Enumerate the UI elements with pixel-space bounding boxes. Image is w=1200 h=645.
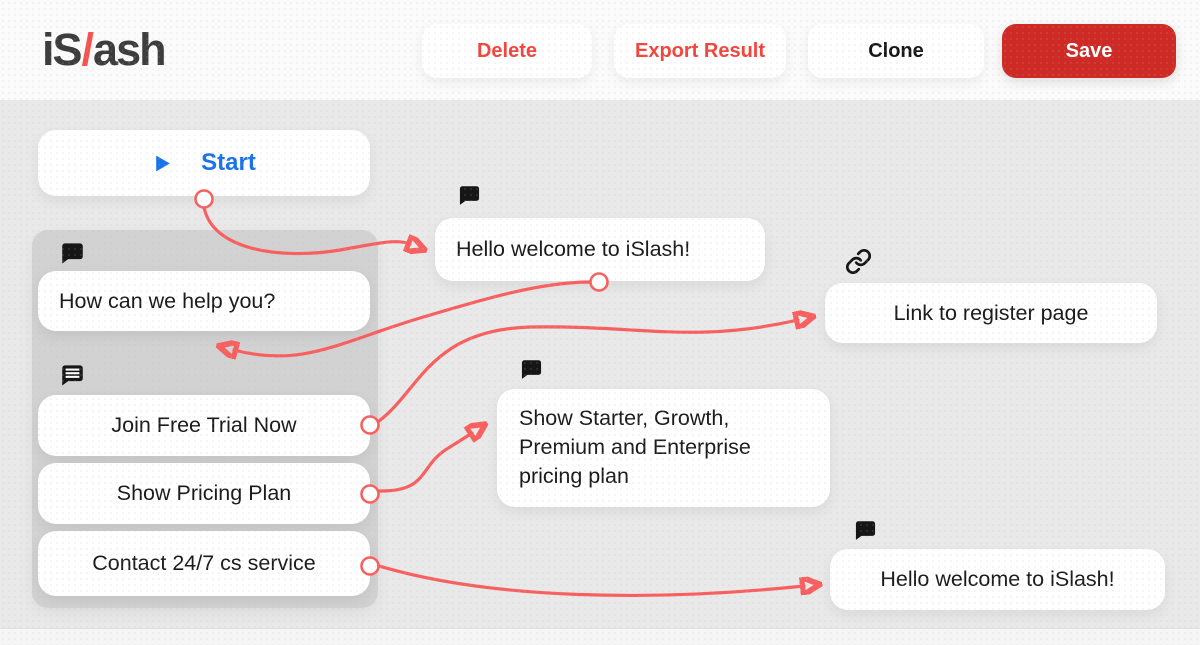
message-node-hello-bottom[interactable]: Hello welcome to iSlash!: [830, 549, 1165, 610]
message-node-text: Hello welcome to iSlash!: [880, 567, 1115, 591]
option-node-join-free-trial[interactable]: Join Free Trial Now: [38, 395, 370, 456]
link-node-text: Link to register page: [893, 300, 1089, 325]
chat-bubble-icon: [58, 241, 87, 270]
option-node-show-pricing[interactable]: Show Pricing Plan: [38, 463, 370, 524]
logo-slash: /: [81, 24, 94, 75]
export-result-button[interactable]: Export Result: [614, 24, 786, 78]
logo-text: iS: [42, 24, 83, 75]
option-node-text: Show Pricing Plan: [116, 481, 292, 505]
chat-bubble-icon: [852, 519, 879, 546]
bottom-strip: [0, 628, 1200, 645]
chat-lines-icon: [58, 363, 87, 392]
start-node-label: Start: [201, 149, 256, 176]
flow-canvas: Start Hello welcome to iSlash! How can w…: [0, 100, 1200, 628]
start-node[interactable]: Start: [38, 130, 370, 196]
link-node[interactable]: Link to register page: [825, 283, 1157, 343]
edge-pricing-to-detail: [377, 433, 472, 493]
message-node-text: Hello welcome to iSlash!: [456, 237, 691, 261]
option-node-text: Contact 24/7 cs service: [92, 551, 316, 575]
logo-text: ash: [93, 24, 167, 75]
message-node-text: Show Starter, Growth, Premium and Enterp…: [519, 406, 751, 488]
chat-bubble-icon: [518, 358, 545, 385]
message-node-pricing-detail[interactable]: Show Starter, Growth, Premium and Enterp…: [497, 389, 830, 507]
message-node-hello-top[interactable]: Hello welcome to iSlash!: [435, 218, 765, 281]
connector-handle-contact[interactable]: [360, 556, 380, 576]
clone-button[interactable]: Clone: [808, 24, 984, 78]
toolbar: iS/ash Delete Export Result Clone Save: [0, 0, 1200, 100]
save-button[interactable]: Save: [1002, 24, 1176, 78]
islash-logo: iS/ash: [42, 24, 167, 76]
option-node-text: Join Free Trial Now: [111, 413, 297, 437]
chat-bubble-icon: [456, 184, 483, 211]
question-node[interactable]: How can we help you?: [38, 271, 370, 331]
play-icon: [152, 153, 173, 174]
option-node-contact-cs[interactable]: Contact 24/7 cs service: [38, 531, 370, 596]
connector-handle-hello[interactable]: [589, 272, 609, 292]
connector-handle-pricing[interactable]: [360, 484, 380, 504]
delete-button[interactable]: Delete: [422, 24, 592, 78]
connector-handle-start[interactable]: [194, 189, 214, 209]
connector-handle-join[interactable]: [360, 415, 380, 435]
question-node-text: How can we help you?: [59, 288, 276, 313]
link-icon: [845, 248, 872, 275]
edge-contact-to-hello-bottom: [377, 564, 804, 598]
